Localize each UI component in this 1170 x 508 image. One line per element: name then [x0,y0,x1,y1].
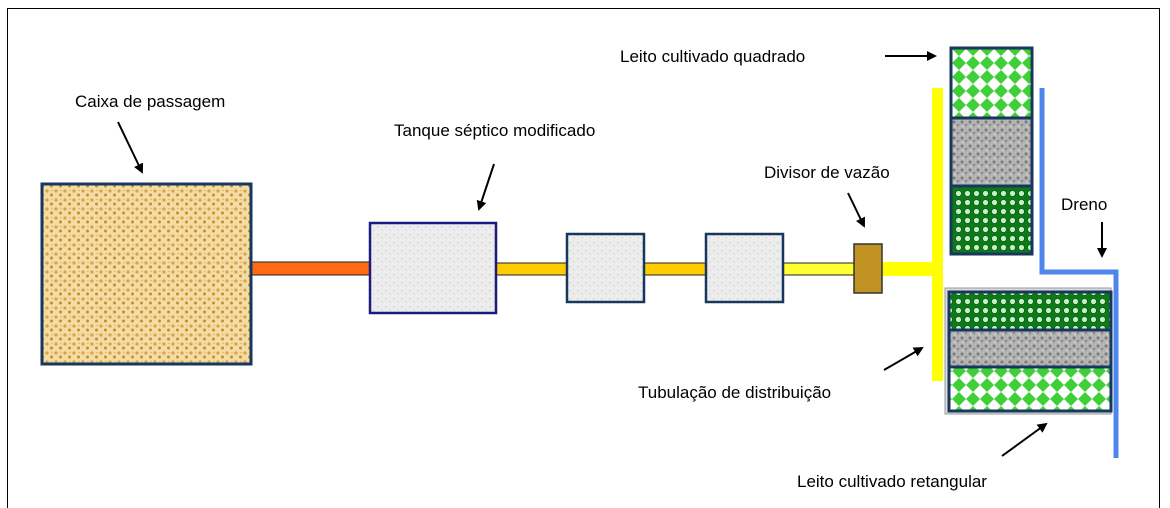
flow-divider [853,243,883,294]
arrow-caixa [117,121,144,174]
arrow-divisor [847,192,866,228]
pipe-tank-2-3 [643,262,707,276]
septic-tank-3 [704,232,785,304]
label-leito-retangular: Leito cultivado retangular [797,472,987,491]
inlet-pipe [250,261,371,276]
label-dreno: Dreno [1061,195,1107,214]
arrow-tubulacao [883,346,924,371]
distribution-connector [882,262,938,276]
diagram-frame [7,8,1160,508]
septic-tank-2 [565,232,646,304]
arrow-leito-retangular [1001,422,1048,457]
septic-tank-1 [368,221,498,315]
arrow-tanque [476,163,495,211]
label-divisor: Divisor de vazão [764,163,890,182]
distribution-pipe [932,88,943,381]
passage-box [40,182,253,366]
rectangular-bed [944,287,1113,415]
square-bed [949,46,1034,256]
pipe-tank-3-divider [782,262,855,276]
pipe-tank-1-2 [495,262,568,276]
label-caixa: Caixa de passagem [75,92,225,111]
label-tubulacao: Tubulação de distribuição [638,383,831,402]
label-leito-quadrado: Leito cultivado quadrado [620,47,805,66]
drain-pipe [1039,88,1119,458]
label-tanque: Tanque séptico modificado [394,121,595,140]
